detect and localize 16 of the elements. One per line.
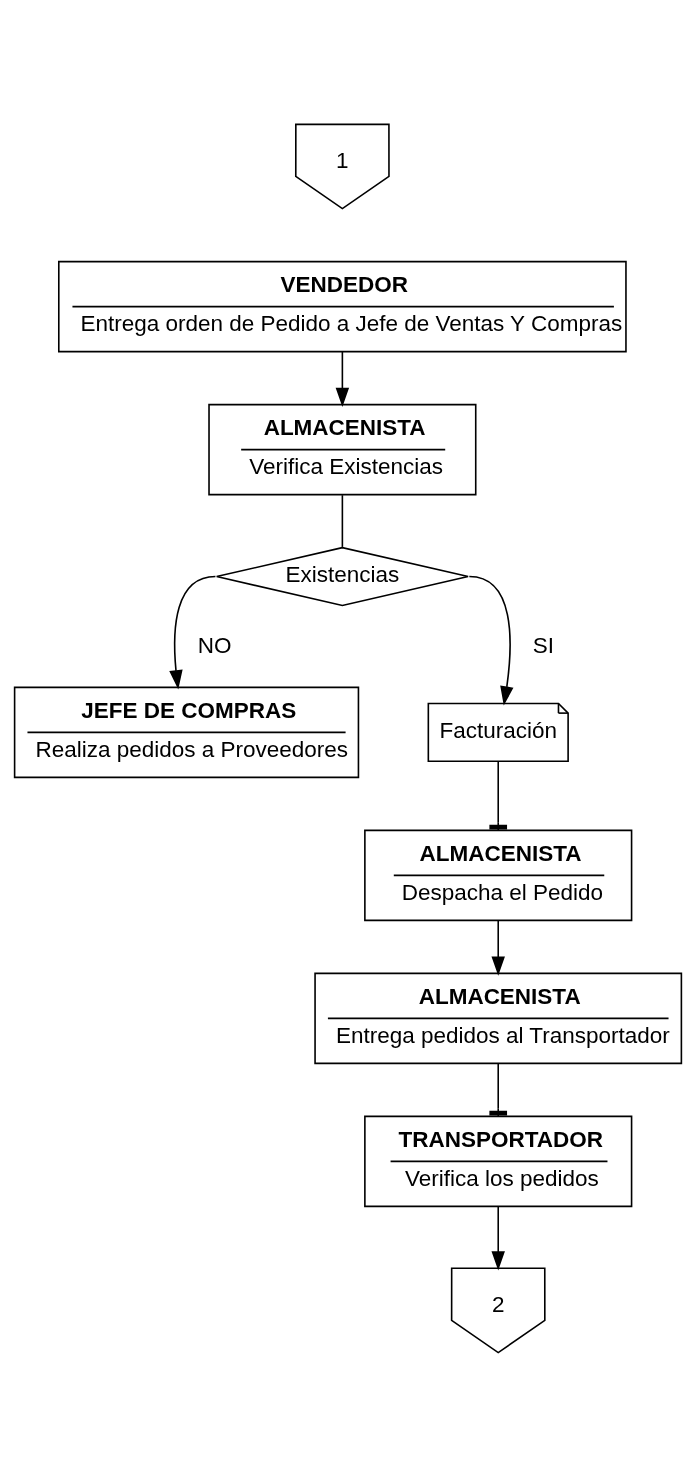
arrow: [491, 1206, 505, 1271]
node-box: ALMACENISTA Verifica Existencias: [208, 403, 477, 496]
node-box: TRANSPORTADOR Verifica los pedidos: [364, 1115, 633, 1208]
node-box: VENDEDOR Entrega orden de Pedido a Jefe de Ventas Y Compras: [58, 260, 627, 353]
arrow: [169, 575, 217, 690]
node-box: JEFE DE COMPRAS Realiza pedidos a Proveedores: [13, 686, 360, 779]
edge-label: SI: [532, 633, 555, 659]
arrow: [468, 575, 514, 706]
connector: [341, 494, 344, 548]
node-box: ALMACENISTA Entrega pedidos al Transportador: [314, 972, 683, 1065]
connector: [489, 1062, 508, 1118]
edge-label: NO: [197, 633, 232, 659]
node-box: ALMACENISTA Despacha el Pedido: [364, 829, 633, 922]
node-diamond: Existencias: [215, 546, 469, 607]
arrow: [335, 350, 350, 407]
arrow: [491, 919, 505, 976]
